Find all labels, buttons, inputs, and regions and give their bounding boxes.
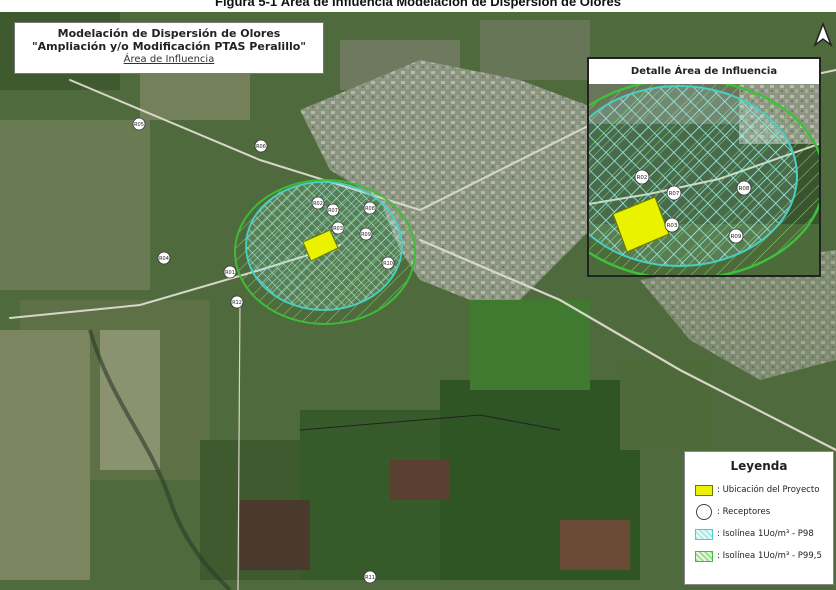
svg-text:R03: R03 <box>667 223 678 229</box>
svg-text:R03: R03 <box>333 226 343 232</box>
receptor-r04[interactable]: R04 <box>157 251 171 265</box>
inset-receptor-markers: R02R03R07R08R09R10 <box>634 169 752 244</box>
svg-text:R08: R08 <box>365 206 375 212</box>
field-patches <box>0 0 640 580</box>
svg-text:R10: R10 <box>383 261 393 267</box>
receptor-r02[interactable]: R02 <box>311 196 325 210</box>
receptor-r08[interactable]: R08 <box>363 201 377 215</box>
legend-label: : Receptores <box>717 507 771 517</box>
svg-text:R01: R01 <box>225 270 235 276</box>
legend-label: : Isolínea 1Uo/m³ - P98 <box>717 529 814 539</box>
svg-text:R04: R04 <box>159 256 169 262</box>
title-box: Modelación de Dispersión de Olores "Ampl… <box>14 22 324 74</box>
receptor-r06[interactable]: R06 <box>254 139 268 153</box>
legend: Leyenda : Ubicación del Proyecto : Recep… <box>684 451 834 585</box>
legend-item-isoline-p995: : Isolínea 1Uo/m³ - P99,5 <box>685 545 833 567</box>
hatch-cyan-icon <box>695 528 713 540</box>
receptor-r11[interactable]: R11 <box>363 570 377 584</box>
inset-project-location <box>612 196 670 253</box>
project-swatch-icon <box>695 484 713 496</box>
north-arrow-icon <box>813 22 833 48</box>
receptor-circle-icon <box>696 504 712 520</box>
svg-text:R07: R07 <box>669 191 680 197</box>
svg-text:R05: R05 <box>134 122 144 128</box>
legend-label: : Ubicación del Proyecto <box>717 485 820 495</box>
legend-label: : Isolínea 1Uo/m³ - P99,5 <box>717 551 822 561</box>
hatch-green-icon <box>695 550 713 562</box>
svg-text:R02: R02 <box>313 201 323 207</box>
inset-title: Detalle Área de Influencia <box>589 59 819 85</box>
svg-text:R06: R06 <box>256 144 266 150</box>
urban-area-east <box>640 250 836 380</box>
receptor-r03[interactable]: R03 <box>664 217 680 233</box>
legend-title: Leyenda <box>730 459 788 473</box>
receptor-r02[interactable]: R02 <box>634 169 650 185</box>
figure-caption-text: Figura 5-1 Área de Influencia Modelación… <box>215 0 621 9</box>
svg-text:R11: R11 <box>365 575 375 581</box>
receptor-r08[interactable]: R08 <box>736 180 752 196</box>
receptor-r09[interactable]: R09 <box>728 228 744 244</box>
svg-text:R08: R08 <box>739 186 750 192</box>
figure-caption: Figura 5-1 Área de Influencia Modelación… <box>0 0 836 12</box>
title-line-2: "Ampliación y/o Modificación PTAS Perali… <box>31 40 307 53</box>
receptor-r12[interactable]: R12 <box>230 295 244 309</box>
receptor-r07[interactable]: R07 <box>666 185 682 201</box>
title-line-1: Modelación de Dispersión de Olores <box>57 27 281 40</box>
legend-item-isoline-p98: : Isolínea 1Uo/m³ - P98 <box>685 523 833 545</box>
urban-area <box>300 60 600 300</box>
receptor-r07[interactable]: R07 <box>326 203 340 217</box>
svg-text:R12: R12 <box>232 300 242 306</box>
receptor-r10[interactable]: R10 <box>381 256 395 270</box>
river <box>88 329 232 590</box>
inset-map: R02R03R07R08R09R10 <box>589 84 819 275</box>
title-line-3: Área de Influencia <box>123 54 215 65</box>
project-location[interactable] <box>302 229 339 262</box>
receptor-r09[interactable]: R09 <box>359 227 373 241</box>
legend-item-project: : Ubicación del Proyecto <box>685 479 833 501</box>
receptor-r01[interactable]: R01 <box>223 265 237 279</box>
svg-text:R07: R07 <box>328 208 338 214</box>
legend-item-receptors: : Receptores <box>685 501 833 523</box>
receptor-r03[interactable]: R03 <box>331 221 345 235</box>
receptor-r05[interactable]: R05 <box>132 117 146 131</box>
svg-text:R09: R09 <box>731 234 742 240</box>
svg-text:R02: R02 <box>637 175 648 181</box>
svg-text:R09: R09 <box>361 232 371 238</box>
